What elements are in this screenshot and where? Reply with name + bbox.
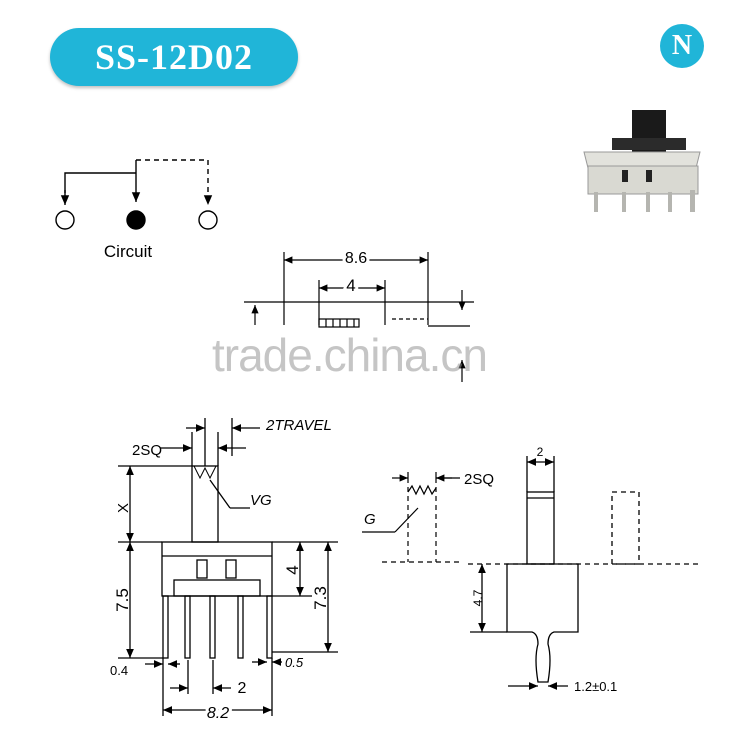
- front-sq-label: 2SQ: [132, 442, 162, 459]
- side-pin-gap: 1.2±0.1: [574, 679, 617, 694]
- front-view-labels: 2SQ 2TRAVEL VG X 7.5 4 7.3 0.4 0.5 2 8.2: [110, 417, 332, 725]
- front-vg-label: VG: [250, 492, 272, 509]
- top-overall-width: 8.6: [345, 250, 367, 267]
- side-view-labels: 2 4.7 1.2±0.1: [471, 445, 617, 694]
- front-view: [118, 418, 338, 716]
- side-body-height: 4.7: [471, 589, 485, 606]
- circuit-diagram: [55, 159, 218, 230]
- title-text: SS-12D02: [94, 37, 254, 77]
- side-top-width: 2: [537, 445, 544, 459]
- top-view: [244, 252, 474, 382]
- side-detail-view: [362, 472, 460, 563]
- product-photo: [583, 110, 701, 212]
- front-side-height: 7.3: [311, 586, 330, 610]
- front-body-height: 7.5: [113, 588, 132, 612]
- front-pin-left: 0.4: [110, 663, 128, 678]
- front-pin-right: 0.5: [285, 655, 304, 670]
- front-inner-height: 4: [283, 565, 302, 574]
- logo-letter: N: [671, 30, 693, 61]
- front-total-width: 8.2: [207, 705, 229, 722]
- title-badge: SS-12D02: [50, 28, 298, 86]
- brand-logo: N: [660, 24, 704, 68]
- front-pitch: 2: [238, 680, 247, 697]
- side-sq-label: 2SQ: [464, 471, 494, 488]
- top-center-width: 4: [346, 276, 355, 295]
- side-view: [468, 456, 700, 690]
- side-g-label: G: [364, 511, 376, 528]
- circuit-label: Circuit: [104, 242, 152, 261]
- front-x-label: X: [115, 503, 132, 513]
- front-travel-label: 2TRAVEL: [265, 417, 332, 434]
- watermark-text: trade.china.cn: [212, 329, 488, 381]
- side-detail-labels: G 2SQ: [364, 471, 494, 528]
